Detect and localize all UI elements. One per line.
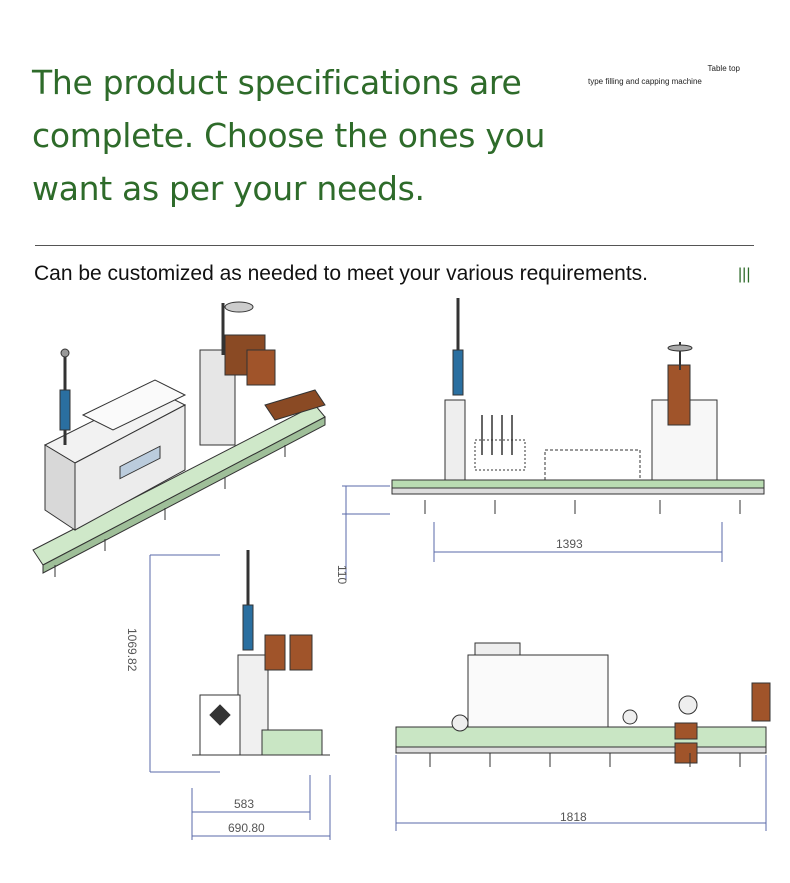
end-elevation-drawing: 1069.82 583 690.80 — [125, 550, 331, 840]
side-elevation-drawing: 110 1393 — [335, 298, 765, 584]
customization-note: Can be customized as needed to meet your… — [34, 262, 648, 285]
dim-end-depth-outer: 690.80 — [228, 821, 265, 835]
product-caption: Table top type filling and capping machi… — [588, 62, 748, 88]
isometric-machine-drawing — [32, 301, 326, 577]
divider — [35, 245, 754, 246]
decorative-mark: ||| — [738, 266, 751, 283]
headline-line-2: complete. Choose the ones you — [32, 116, 546, 155]
headline: The product specifications are complete.… — [32, 56, 562, 215]
dim-side-height: 110 — [335, 565, 349, 584]
headline-line-1: The product specifications are — [32, 63, 522, 102]
caption-line-2: type filling and capping machine — [588, 77, 702, 86]
dim-top-length: 1818 — [560, 810, 587, 824]
caption-line-1: Table top — [707, 64, 740, 73]
dim-end-depth-inner: 583 — [234, 797, 254, 811]
dim-side-length: 1393 — [556, 537, 583, 551]
top-plan-drawing: 1818 — [395, 642, 771, 831]
dim-end-height: 1069.82 — [125, 628, 139, 672]
headline-line-3: want as per your needs. — [32, 169, 425, 208]
